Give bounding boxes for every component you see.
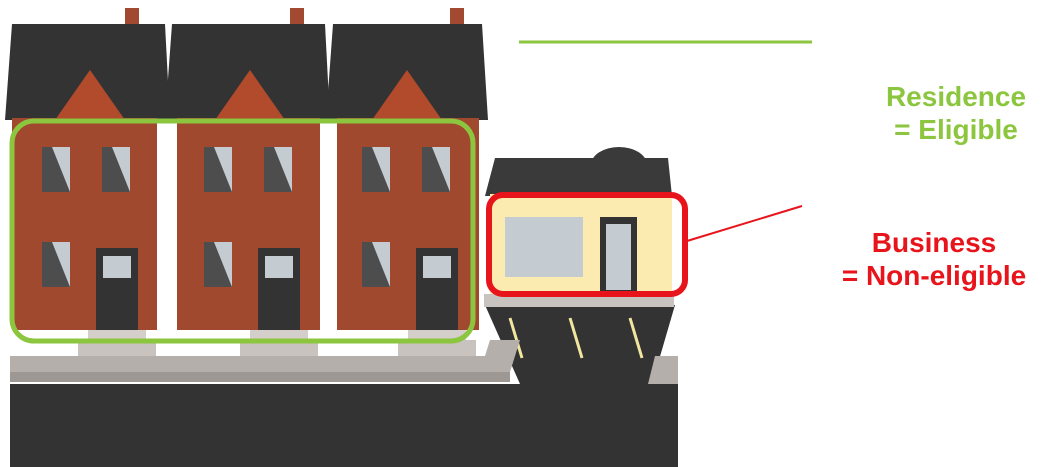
house-3 — [326, 24, 488, 356]
door-window — [265, 256, 293, 278]
chimney — [450, 8, 464, 26]
shop-roof — [485, 158, 672, 196]
house-2 — [165, 24, 330, 356]
residence-label-line2: = Eligible — [856, 113, 1056, 146]
business-label-line2: = Non-eligible — [808, 259, 1060, 292]
chimney — [290, 8, 304, 26]
road-surface — [10, 384, 678, 467]
house-1 — [5, 24, 170, 356]
chimney — [125, 8, 139, 26]
residence-label-line1: Residence — [856, 80, 1056, 113]
business-connector-line — [687, 206, 802, 241]
business-label: Business = Non-eligible — [808, 226, 1060, 292]
shop-window — [505, 217, 583, 277]
door-window — [423, 256, 451, 278]
row-houses — [5, 8, 488, 356]
door-window — [103, 256, 131, 278]
shop-door-glass — [606, 224, 631, 290]
shop — [484, 147, 674, 307]
residence-label: Residence = Eligible — [856, 80, 1056, 146]
business-label-line1: Business — [808, 226, 1060, 259]
